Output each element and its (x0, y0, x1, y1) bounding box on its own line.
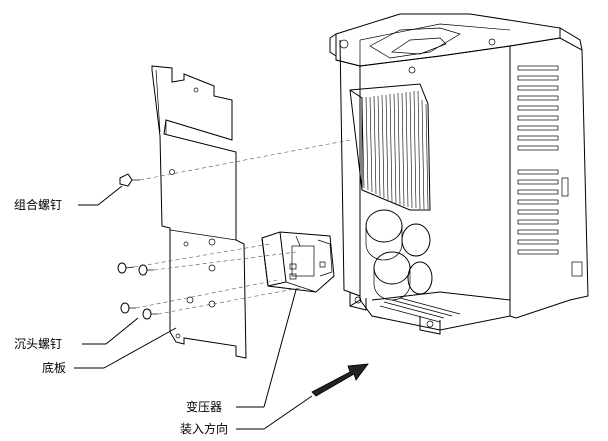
label-transformer: 变压器 (186, 399, 222, 414)
base-plate (151, 65, 247, 359)
alignment-lines (133, 139, 351, 315)
leader-lines (74, 185, 313, 430)
install-direction-arrow (311, 363, 369, 397)
transformer (261, 231, 335, 293)
combo-screw (119, 173, 140, 187)
inverter-housing (329, 13, 589, 335)
countersunk-screws (117, 262, 158, 320)
label-base-plate: 底板 (42, 360, 66, 375)
label-install-direction: 装入方向 (180, 421, 228, 436)
label-combo-screw: 组合螺钉 (14, 197, 62, 212)
label-countersunk-screw: 沉头螺钉 (14, 337, 62, 351)
